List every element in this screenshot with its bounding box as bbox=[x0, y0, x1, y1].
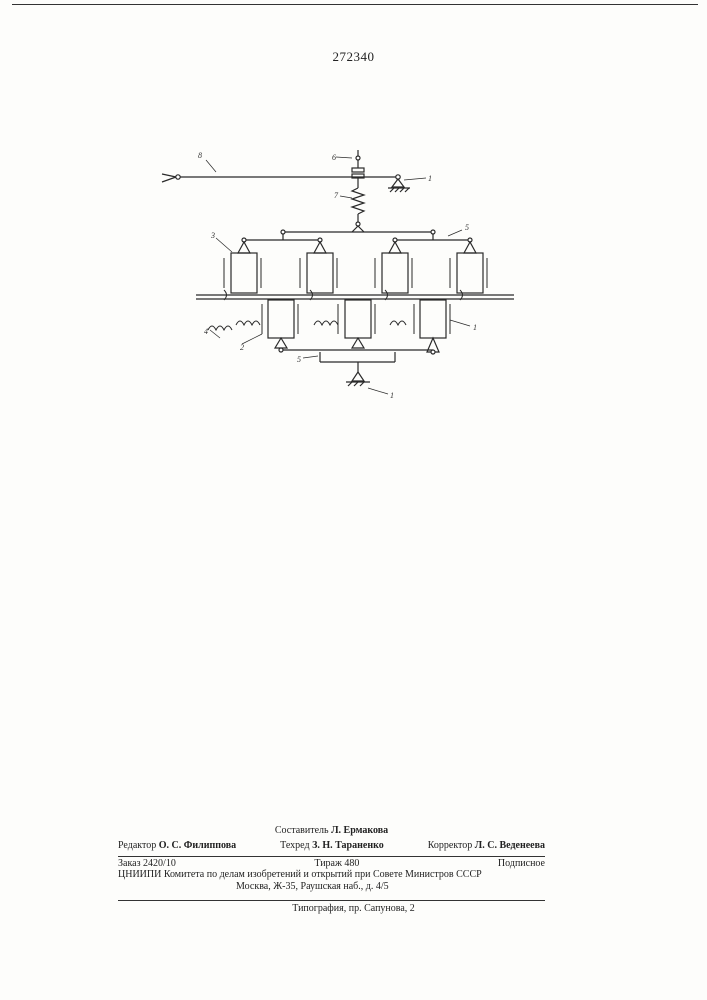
label-1-right: 1 bbox=[473, 323, 477, 332]
editor-credit: Редактор О. С. Филиппова bbox=[118, 840, 236, 851]
label-2: 2 bbox=[240, 343, 244, 352]
subscription: Подписное bbox=[498, 858, 545, 869]
imprint-rule-top bbox=[118, 856, 545, 857]
label-8: 8 bbox=[198, 151, 202, 160]
order-line: Заказ 2420/10 Тираж 480 Подписное bbox=[118, 858, 545, 869]
label-3: 3 bbox=[210, 231, 215, 240]
label-6: 6 bbox=[332, 153, 336, 162]
corrector-credit: Корректор Л. С. Веденеева bbox=[428, 840, 545, 851]
address-line: Москва, Ж-35, Раушская наб., д. 4/5 bbox=[236, 881, 536, 892]
order-number: Заказ 2420/10 bbox=[118, 858, 176, 869]
imprint-rule-bottom bbox=[118, 900, 545, 901]
label-1-top: 1 bbox=[428, 174, 432, 183]
composer-line: Составитель Л. Ермакова bbox=[118, 825, 545, 836]
composer-name: Л. Ермакова bbox=[331, 825, 388, 836]
upper-yoke bbox=[242, 226, 472, 242]
printer-line: Типография, пр. Сапунова, 2 bbox=[0, 903, 707, 914]
techred-credit: Техред З. Н. Тараненко bbox=[280, 840, 384, 851]
label-5-top: 5 bbox=[465, 223, 469, 232]
spring-7 bbox=[352, 150, 364, 226]
leader-lines bbox=[206, 157, 470, 394]
label-7: 7 bbox=[334, 191, 339, 200]
upper-contacts bbox=[224, 242, 487, 293]
circulation: Тираж 480 bbox=[314, 858, 359, 869]
composer-role: Составитель bbox=[275, 825, 329, 836]
label-1-bottom: 1 bbox=[390, 391, 394, 400]
bus-bar bbox=[196, 295, 514, 299]
label-4: 4 bbox=[204, 327, 208, 336]
credits-line: Редактор О. С. Филиппова Техред З. Н. Та… bbox=[118, 840, 545, 851]
lower-contacts bbox=[262, 300, 450, 352]
flexible-leads bbox=[208, 290, 463, 330]
lower-yoke bbox=[279, 348, 435, 386]
organization-line: ЦНИИПИ Комитета по делам изобретений и о… bbox=[118, 869, 545, 880]
label-5-bottom: 5 bbox=[297, 355, 301, 364]
